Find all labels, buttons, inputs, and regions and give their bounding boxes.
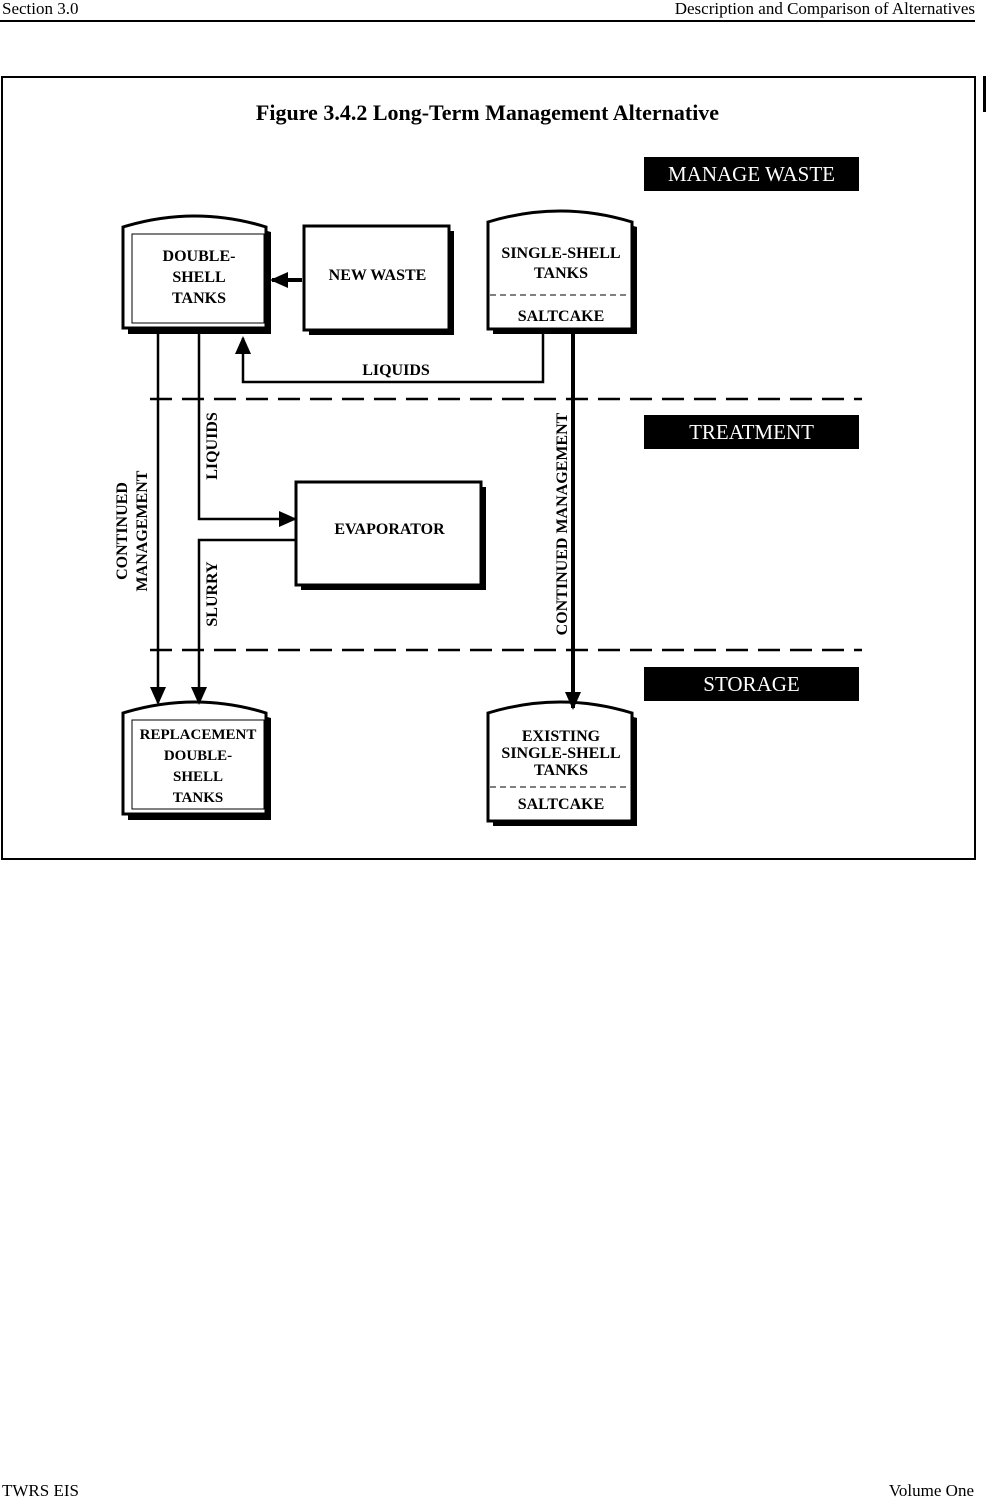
figure-frame bbox=[1, 76, 976, 860]
continued-management-right-label: CONTINUED MANAGEMENT bbox=[554, 412, 571, 636]
replacement-tanks-shape bbox=[121, 700, 271, 820]
change-bar bbox=[983, 76, 986, 112]
saltcake-top-label: SALTCAKE bbox=[517, 308, 605, 325]
arrow-sst-liquids-to-dst bbox=[235, 330, 545, 384]
band-manage-waste: MANAGE WASTE bbox=[644, 157, 859, 191]
single-shell-tanks-label: SINGLE-SHELL TANKS bbox=[501, 245, 621, 282]
replacement-tanks-label: REPLACEMENT DOUBLE- SHELL TANKS bbox=[139, 727, 257, 806]
band-treatment: TREATMENT bbox=[644, 415, 859, 449]
evaporator-label: EVAPORATOR bbox=[334, 521, 445, 538]
single-shell-tanks-shape bbox=[486, 209, 637, 334]
evaporator-shape bbox=[294, 480, 486, 590]
double-shell-tanks-label: DOUBLE- SHELL TANKS bbox=[162, 248, 236, 307]
figure-title: Figure 3.4.2 Long-Term Management Altern… bbox=[255, 100, 720, 125]
existing-tanks-label: EXISTING SINGLE-SHELL TANKS bbox=[501, 728, 621, 779]
new-waste-label: NEW WASTE bbox=[328, 267, 427, 284]
existing-tanks-shape bbox=[486, 700, 637, 826]
footer-left: TWRS EIS bbox=[2, 1481, 79, 1500]
footer-right: Volume One bbox=[888, 1481, 974, 1500]
slurry-label: SLURRY bbox=[204, 561, 221, 627]
section-label: Section 3.0 bbox=[2, 0, 79, 18]
continued-management-left-label: CONTINUED MANAGEMENT bbox=[114, 470, 151, 592]
liquids-vertical-label: LIQUIDS bbox=[204, 412, 221, 480]
liquids-horizontal-label: LIQUIDS bbox=[362, 362, 430, 379]
band-storage: STORAGE bbox=[644, 667, 859, 701]
section-title: Description and Comparison of Alternativ… bbox=[674, 0, 975, 18]
page-header: Section 3.0 Description and Comparison o… bbox=[0, 0, 975, 22]
arrow-dst-liquids-to-evaporator bbox=[197, 330, 297, 527]
saltcake-bottom-label: SALTCAKE bbox=[517, 796, 605, 813]
new-waste-shape bbox=[302, 224, 454, 335]
double-shell-tanks-shape bbox=[121, 214, 271, 334]
arrow-evaporator-slurry-to-replacement bbox=[191, 538, 295, 705]
